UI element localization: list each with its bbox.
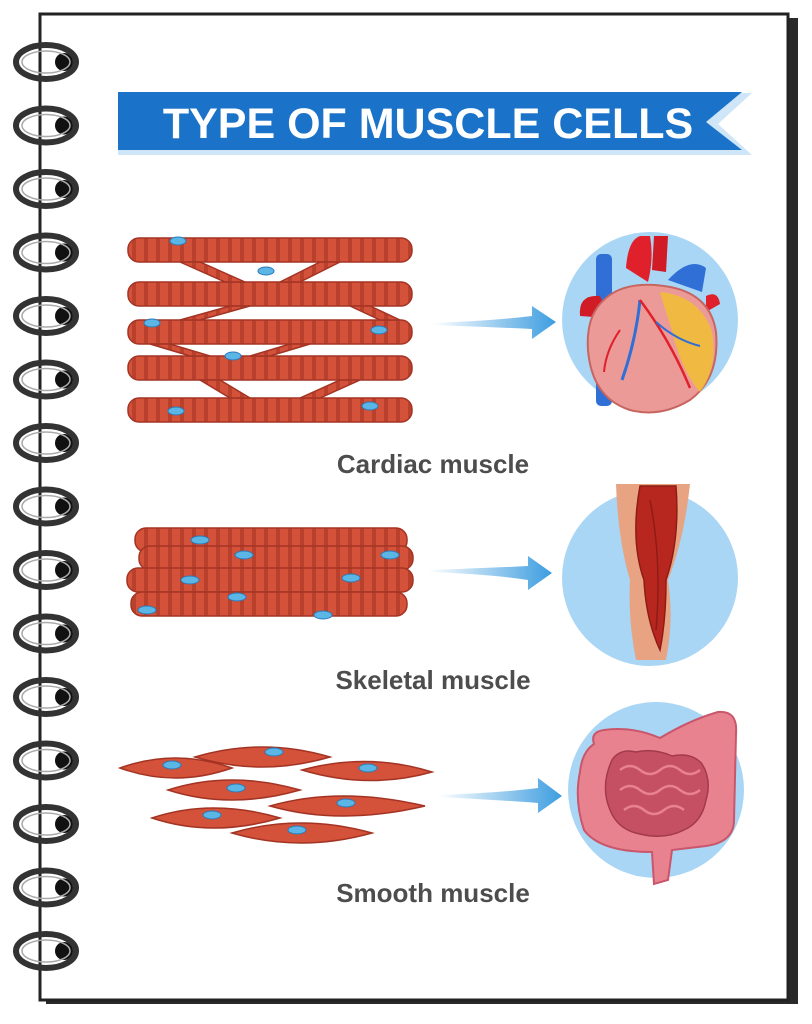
spiral-ring bbox=[13, 359, 79, 400]
title-banner: TYPE OF MUSCLE CELLS bbox=[118, 92, 752, 155]
arrow-skeletal bbox=[428, 556, 552, 590]
banner-shape bbox=[118, 92, 742, 150]
spiral-ring bbox=[13, 486, 79, 527]
spiral-ring bbox=[13, 42, 79, 82]
skeletal-muscle-cells bbox=[126, 527, 414, 620]
spiral-ring bbox=[13, 804, 79, 844]
spiral-binding bbox=[13, 42, 79, 971]
label-cardiac-muscle: Cardiac muscle bbox=[337, 449, 529, 479]
arrow-smooth bbox=[438, 778, 562, 813]
spiral-ring bbox=[13, 232, 79, 273]
arrow-cardiac bbox=[432, 306, 556, 339]
leg-muscle-icon bbox=[562, 484, 738, 666]
smooth-muscle-cells bbox=[117, 746, 435, 844]
spiral-ring bbox=[13, 740, 79, 781]
label-smooth-muscle: Smooth muscle bbox=[336, 878, 530, 908]
spiral-ring bbox=[13, 677, 79, 717]
spiral-ring bbox=[13, 931, 79, 971]
heart-icon bbox=[562, 232, 738, 414]
spiral-ring bbox=[13, 867, 79, 908]
spiral-ring bbox=[13, 613, 79, 654]
spiral-ring bbox=[13, 423, 79, 463]
cardiac-muscle-cells bbox=[127, 236, 413, 423]
page-title: TYPE OF MUSCLE CELLS bbox=[163, 100, 693, 148]
spiral-ring bbox=[13, 550, 79, 590]
label-skeletal-muscle: Skeletal muscle bbox=[335, 665, 530, 695]
spiral-ring bbox=[13, 105, 79, 146]
spiral-ring bbox=[13, 296, 79, 336]
spiral-ring bbox=[13, 169, 79, 209]
intestine-icon bbox=[568, 702, 744, 886]
